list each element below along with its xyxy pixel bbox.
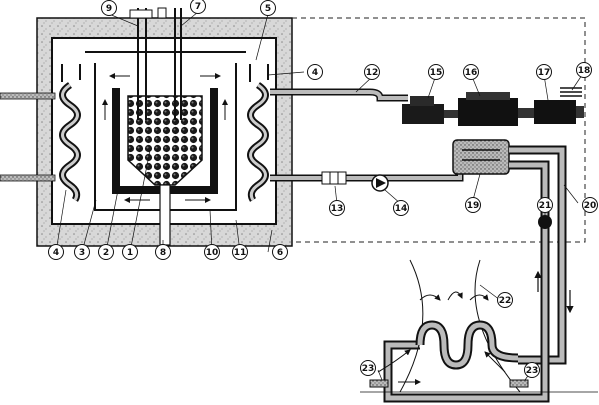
callout-circle [465, 197, 481, 213]
callout-c12: 12 [364, 64, 380, 80]
circulator-pump [371, 174, 389, 192]
hot-gas-pipe [270, 88, 408, 102]
callout-number: 15 [430, 68, 443, 78]
callout-c4b: 4 [307, 64, 323, 80]
generator [518, 87, 584, 124]
callout-c4a: 4 [48, 244, 64, 260]
callout-c15: 15 [428, 64, 444, 80]
callout-circle [536, 64, 552, 80]
callout-circle [524, 362, 540, 378]
cooling-loop [383, 145, 574, 403]
callout-number: 4 [53, 248, 59, 258]
callout-circle [497, 292, 513, 308]
callout-number: 20 [584, 201, 597, 211]
air-inflow-arrows [377, 349, 506, 385]
callout-c21: 21 [537, 197, 553, 213]
cooling-tower [399, 259, 521, 393]
water-pump [538, 215, 552, 229]
callout-number: 17 [538, 68, 551, 78]
callout-circle [232, 244, 248, 260]
callout-c16: 16 [463, 64, 479, 80]
compressor [458, 92, 518, 126]
callout-c14: 14 [393, 200, 409, 216]
callout-c23a: 23 [360, 360, 376, 376]
callout-number: 14 [395, 204, 408, 214]
callout-circle [463, 64, 479, 80]
callout-c2: 2 [98, 244, 114, 260]
callout-circle [576, 62, 592, 78]
callout-number: 3 [79, 248, 85, 258]
valve [321, 171, 347, 185]
callout-c19: 19 [465, 197, 481, 213]
cold-gas-pipe [270, 168, 464, 182]
callout-circle [98, 244, 114, 260]
callout-number: 9 [106, 4, 112, 14]
callout-circle [190, 0, 206, 14]
callout-circle [204, 244, 220, 260]
recuperator [452, 139, 510, 175]
callout-number: 8 [160, 248, 166, 258]
callout-number: 12 [366, 68, 379, 78]
callout-number: 23 [526, 366, 539, 376]
callout-c17: 17 [536, 64, 552, 80]
ground-supports [369, 379, 529, 388]
callout-c13: 13 [329, 200, 345, 216]
callout-number: 1 [127, 248, 133, 258]
callout-circle [329, 200, 345, 216]
callout-c6: 6 [272, 244, 288, 260]
callout-c1: 1 [122, 244, 138, 260]
callout-c23b: 23 [524, 362, 540, 378]
callout-circle [537, 197, 553, 213]
callout-c18: 18 [576, 62, 592, 78]
leader-lines [55, 11, 585, 381]
callout-c5: 5 [260, 0, 276, 16]
left-pipes [0, 92, 56, 182]
callout-circle [364, 64, 380, 80]
callout-c7: 7 [190, 0, 206, 14]
water-cooler-coil [415, 320, 519, 370]
callout-number: 18 [578, 66, 591, 76]
callout-c3: 3 [74, 244, 90, 260]
gas-flow-arrows [102, 73, 228, 203]
callout-number: 10 [206, 248, 219, 258]
callout-number: 19 [467, 201, 480, 211]
left-heat-exchanger [59, 64, 81, 202]
callout-circle [272, 244, 288, 260]
callout-number: 23 [362, 364, 375, 374]
callout-c20: 20 [582, 197, 598, 213]
callout-circle [307, 64, 323, 80]
turbine-hall-boundary [292, 17, 586, 243]
callout-circle [48, 244, 64, 260]
callout-number: 2 [103, 248, 109, 258]
callout-circle [260, 0, 276, 16]
callout-number: 7 [195, 2, 201, 12]
callout-number: 5 [265, 4, 271, 14]
callout-circle [155, 244, 171, 260]
callout-c9: 9 [101, 0, 117, 16]
callout-number: 22 [499, 296, 512, 306]
callout-c8: 8 [155, 244, 171, 260]
control-rods [129, 7, 182, 120]
callout-circle [428, 64, 444, 80]
callout-c10: 10 [204, 244, 220, 260]
callout-number: 13 [331, 204, 344, 214]
callout-c11: 11 [232, 244, 248, 260]
callout-number: 21 [539, 201, 552, 211]
callout-number: 6 [277, 248, 283, 258]
right-heat-exchanger [247, 64, 269, 202]
gas-turbine [402, 96, 458, 124]
callout-circle [74, 244, 90, 260]
callout-circle [122, 244, 138, 260]
callout-number: 11 [234, 248, 247, 258]
callout-number: 4 [312, 68, 318, 78]
callout-circle [582, 197, 598, 213]
callout-circle [393, 200, 409, 216]
callout-circle [101, 0, 117, 16]
callout-c22: 22 [497, 292, 513, 308]
callout-circle [360, 360, 376, 376]
callout-number: 16 [465, 68, 478, 78]
